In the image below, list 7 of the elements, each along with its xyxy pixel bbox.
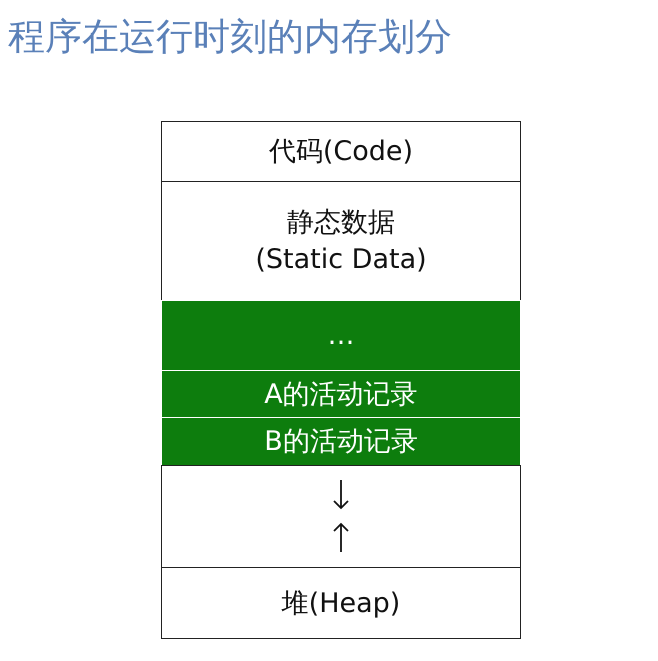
free-space: [161, 465, 521, 568]
stack-segment: …: [161, 300, 521, 371]
title: 程序在运行时刻的内存划分: [8, 14, 452, 60]
activation-record: B的活动记录: [161, 417, 521, 466]
memory-segment: 堆(Heap): [161, 567, 521, 639]
activation-record: A的活动记录: [161, 370, 521, 418]
memory-segment: 代码(Code): [161, 121, 521, 182]
